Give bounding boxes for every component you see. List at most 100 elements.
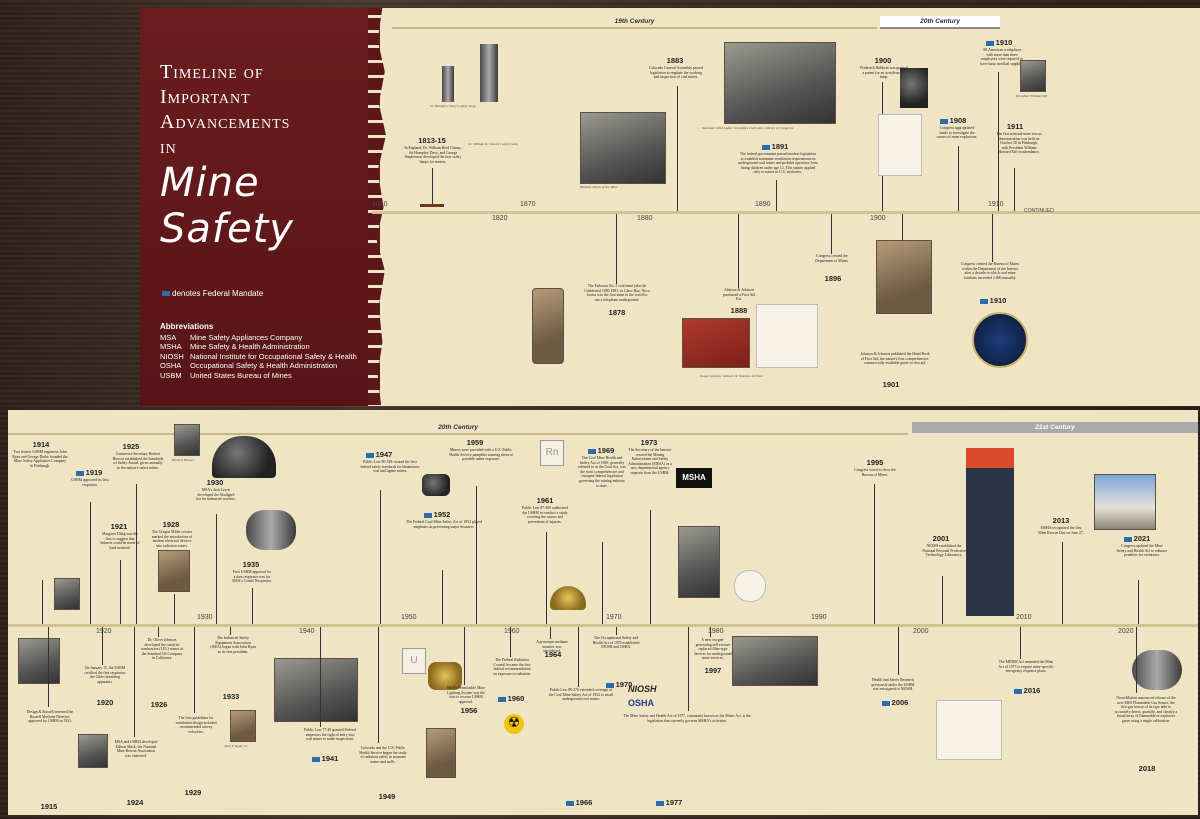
event-connector [602,542,603,624]
event-connector [230,627,231,635]
event-year: 1933 [222,692,240,701]
event-year: 1995 [866,458,884,467]
event-text: The Eriksson No. 2 coal mine (aka the Ca… [584,284,650,302]
year-text: 2006 [891,698,909,707]
event-year: 1924 [126,798,144,807]
event-year: 1966 [564,798,594,807]
event-connector [942,576,943,624]
year-text: 1966 [575,798,593,807]
event-year: 1960 [496,694,526,703]
tick-label: 1990 [811,614,827,621]
hand-book-image [876,240,932,314]
abbr-code: NIOSH [160,351,184,361]
event-text: The Industrial Safety Equipment Associat… [210,636,256,654]
flag-icon [1013,688,1022,694]
event-connector [90,502,91,624]
event-connector [998,72,999,211]
uranium-ore-image [428,662,462,690]
event-text: Public Law 77-49 granted Federal inspect… [304,728,356,742]
abbreviations-heading: Abbreviations [160,322,214,331]
image-caption: Historic Photo of the Mine [580,185,618,189]
abbr-code: USBM [160,370,182,380]
event-year: 1935 [242,560,260,569]
flag-icon [497,696,506,702]
event-connector [616,627,617,635]
event-connector [831,214,832,254]
event-connector [252,588,253,624]
event-year: 1952 [422,510,452,519]
image-caption: Herbert Hoover [172,458,195,462]
abbr-full: Mine Safety & Health Administration [190,342,310,351]
century-20th: 20th Century [8,422,908,435]
event-text: The Federal Radiation Council became the… [493,658,531,676]
historic-mine-photo [580,112,666,184]
event-year: 1891 [760,142,790,151]
miner-figure-image [966,448,1014,616]
flag-icon [565,800,574,806]
event-text: Dr. Oliver Johnson developed the catalyt… [140,638,184,661]
event-year: 1970 [604,680,634,689]
year-text: 1947 [375,450,393,459]
event-year: 1949 [378,792,396,801]
event-year: 1926 [150,700,168,709]
event-year: 2006 [880,698,910,707]
title-line-2: Important [160,86,251,108]
tick-label: 1820 [492,215,508,222]
flag-icon [881,700,890,706]
event-connector [134,627,135,737]
event-connector [432,168,433,204]
abbr-full: National Institute for Occupational Safe… [190,351,357,361]
skullgard-helmet-image [212,436,276,478]
event-year: 1920 [96,698,114,707]
event-text: The Occupational Safety and Health Act o… [592,636,640,650]
year-text: 1960 [507,694,525,703]
century-19th: 19th Century [392,16,877,29]
event-text: Congress appropriated funds to investiga… [936,126,978,140]
year-text: 1891 [771,142,789,151]
bottom-timeline-panel: 20th Century 21st Century 1920 1930 1940… [8,410,1198,815]
radiation-icon: ☢ [504,714,524,734]
title-big: Mine Safety [160,160,294,252]
event-text: A prototype methane monitor was introduc… [536,640,568,654]
bureau-of-mines-seal [972,312,1028,368]
flag-icon [979,298,988,304]
capitol-photo [1094,474,1156,530]
event-year: 1961 [536,496,554,505]
abbr-full: Mine Safety Appliances Company [190,332,303,342]
event-connector [578,627,579,687]
year-text: 1910 [995,38,1013,47]
event-text: In England, Dr. William Reid Clanny, Sir… [404,146,462,164]
niosh-logo: NIOSH [628,684,657,694]
tick-label: 1930 [197,614,213,621]
event-connector [1062,542,1063,624]
event-connector [136,484,137,624]
event-year: 1888 [730,306,748,315]
event-text: NIOSH established the National Personal … [922,544,966,558]
event-text: The Mine Safety and Health Act of 1977, … [623,714,751,723]
event-text: The MINER Act amended the Mine Act of 19… [998,660,1054,674]
event-connector [710,627,711,637]
tick-label: 1870 [520,201,536,208]
tick-label: 1940 [299,628,315,635]
tick-label: 1880 [637,215,653,222]
event-text: MSHA recognized the first Mine Rescue Da… [1038,526,1084,535]
century-21st: 21st Century [912,422,1198,433]
event-connector [546,532,547,624]
first-aid-cabinet-image [682,318,750,368]
event-text: Colorado General Assembly passed legisla… [648,66,704,80]
event-text: USBM approved its first respirator. [71,478,109,487]
clanny-lamp-image [480,44,498,102]
event-year: 2001 [932,534,950,543]
mine-lamp-image [426,728,456,778]
title-line-3: Advancements [160,111,291,133]
event-connector [776,180,777,211]
abbr-row: NIOSH National Institute for Occupational… [160,352,357,362]
event-connector [1136,627,1137,693]
flag-icon [365,452,374,458]
taft-portrait [1020,60,1046,92]
abbr-full: Occupational Safety & Health Administrat… [190,361,338,370]
